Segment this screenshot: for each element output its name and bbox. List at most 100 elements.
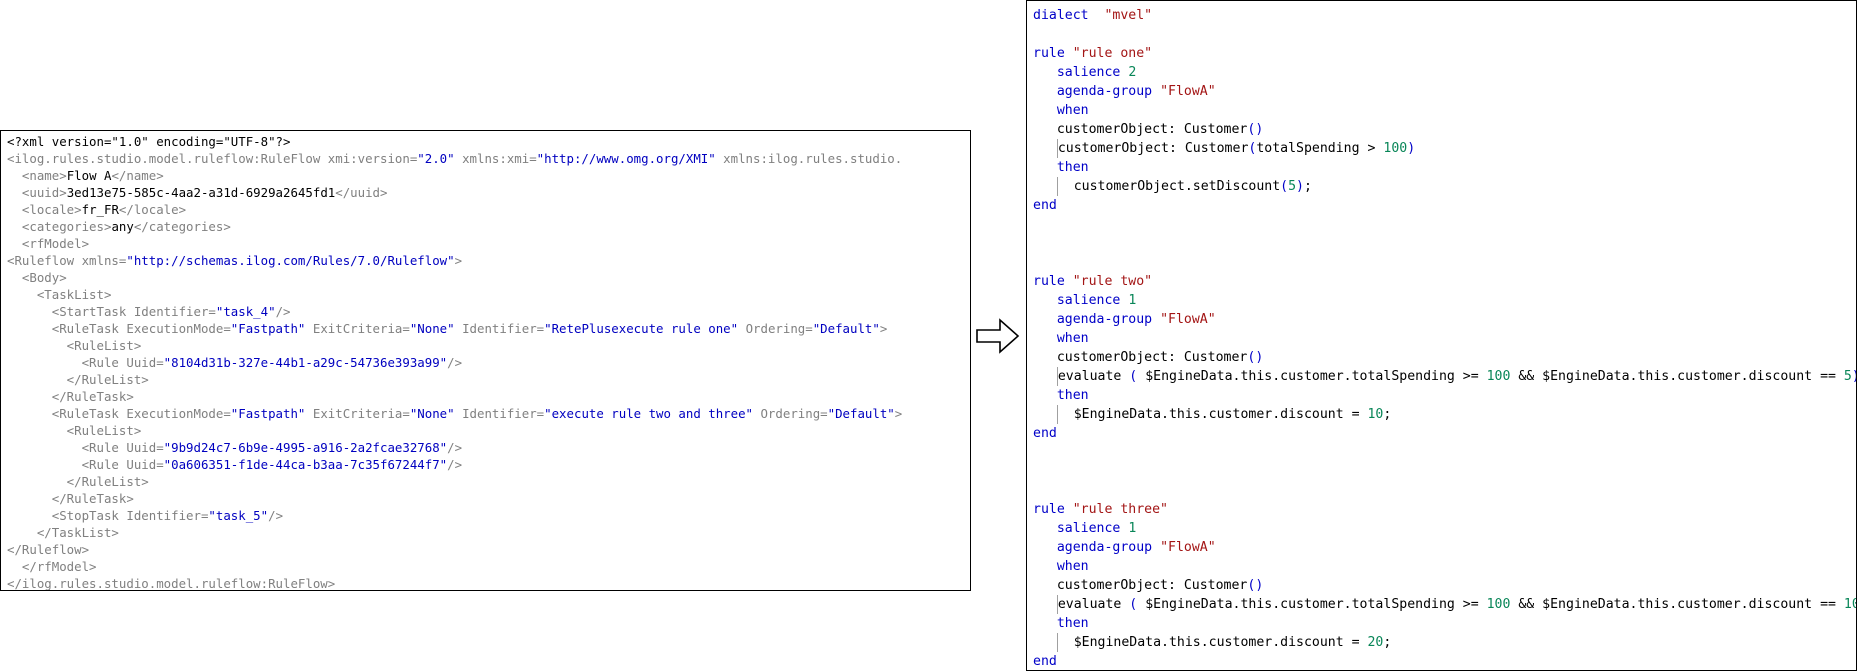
rule-line: then: [1033, 386, 1856, 405]
code-token: $EngineData.this.customer.totalSpending …: [1137, 369, 1487, 384]
code-token: Flow A: [66, 168, 112, 183]
code-token: 10: [1367, 407, 1384, 422]
rule-line: customerObject: Customer(totalSpending >…: [1033, 139, 1856, 158]
code-token: "task_5": [208, 508, 269, 523]
code-token: <StopTask Identifier=: [7, 508, 209, 523]
code-token: <categories>: [7, 219, 112, 234]
code-token: customerObject.setDiscount: [1057, 179, 1281, 194]
code-token: [1033, 65, 1057, 80]
code-token: when: [1056, 103, 1089, 118]
rule-line: [1033, 253, 1856, 272]
rule-line: [1033, 215, 1856, 234]
code-token: "FlowA": [1160, 84, 1216, 99]
xml-line: <RuleTask ExecutionMode="Fastpath" ExitC…: [7, 405, 970, 422]
indent-guide: [1056, 139, 1058, 158]
code-token: [1033, 331, 1057, 346]
code-token: "Fastpath": [230, 321, 306, 336]
code-token: [1152, 540, 1160, 555]
rule-line: [1033, 25, 1856, 44]
code-token: [1033, 141, 1057, 156]
indent-guide: [1056, 405, 1058, 424]
code-token: Identifier=: [454, 321, 545, 336]
code-token: <Ruleflow xmlns=: [7, 253, 127, 268]
code-token: (: [1280, 179, 1289, 194]
xml-line: <RuleList>: [7, 337, 970, 354]
code-token: "9b9d24c7-6b9e-4995-a916-2a2fcae32768": [163, 440, 448, 455]
code-token: [1033, 559, 1057, 574]
code-token: "execute rule two and three": [544, 406, 754, 421]
code-token: agenda-group: [1056, 312, 1153, 327]
xml-line: <locale>fr_FR</locale>: [7, 201, 970, 218]
code-token: (): [1247, 122, 1264, 137]
indent-guide: [1056, 595, 1058, 614]
code-token: (: [1248, 141, 1257, 156]
code-token: 1: [1128, 293, 1137, 308]
rule-line: end: [1033, 424, 1856, 443]
code-token: then: [1056, 160, 1089, 175]
rule-line: then: [1033, 614, 1856, 633]
code-token: 2: [1128, 65, 1137, 80]
xml-line: <StopTask Identifier="task_5"/>: [7, 507, 970, 524]
code-token: "rule three": [1072, 502, 1168, 517]
code-token: (: [1129, 369, 1138, 384]
rule-line: customerObject: Customer(): [1033, 120, 1856, 139]
xml-line: </ilog.rules.studio.model.ruleflow:RuleF…: [7, 575, 970, 591]
code-token: <name>: [7, 168, 67, 183]
code-token: [1033, 369, 1057, 384]
code-token: 3ed13e75-585c-4aa2-a31d-6929a2645fd1: [66, 185, 336, 200]
code-token: </ilog.rules.studio.model.ruleflow:RuleF…: [7, 576, 336, 591]
code-token: >: [454, 253, 463, 268]
code-token: </uuid>: [335, 185, 388, 200]
rule-line: agenda-group "FlowA": [1033, 538, 1856, 557]
code-token: <rfModel>: [7, 236, 90, 251]
code-token: [1033, 388, 1057, 403]
xml-line: <Rule Uuid="9b9d24c7-6b9e-4995-a916-2a2f…: [7, 439, 970, 456]
rule-line: $EngineData.this.customer.discount = 20;: [1033, 633, 1856, 652]
rule-line: salience 2: [1033, 63, 1856, 82]
code-token: rule: [1033, 46, 1065, 61]
rule-line: [1033, 443, 1856, 462]
code-token: [1033, 103, 1057, 118]
code-token: totalSpending >: [1256, 141, 1384, 156]
code-token: (: [1129, 597, 1138, 612]
code-token: Ordering=: [738, 321, 813, 336]
xml-line: <Body>: [7, 269, 970, 286]
code-token: ExitCriteria=: [305, 321, 410, 336]
code-token: </Ruleflow>: [7, 542, 90, 557]
rule-line: agenda-group "FlowA": [1033, 82, 1856, 101]
code-token: "0a606351-f1de-44ca-b3aa-7c35f67244f7": [163, 457, 448, 472]
rule-line: when: [1033, 101, 1856, 120]
code-token: </name>: [111, 168, 164, 183]
code-token: />: [275, 304, 291, 319]
rule-line: salience 1: [1033, 519, 1856, 538]
code-token: <RuleTask ExecutionMode=: [7, 406, 231, 421]
code-token: [1065, 274, 1073, 289]
code-token: />: [447, 440, 463, 455]
code-token: <RuleList>: [7, 423, 142, 438]
code-token: 100: [1486, 597, 1511, 612]
code-token: "2.0": [417, 151, 455, 166]
code-token: [1033, 597, 1057, 612]
code-token: then: [1056, 616, 1089, 631]
code-token: 10: [1843, 597, 1856, 612]
code-token: <Rule Uuid=: [7, 440, 164, 455]
xml-line: <StartTask Identifier="task_4"/>: [7, 303, 970, 320]
code-token: Identifier=: [454, 406, 545, 421]
code-token: ExitCriteria=: [305, 406, 410, 421]
indent-guide: [1056, 367, 1058, 386]
code-token: any: [111, 219, 134, 234]
xml-line: <uuid>3ed13e75-585c-4aa2-a31d-6929a2645f…: [7, 184, 970, 201]
code-token: xmlns:xmi=: [454, 151, 537, 166]
code-token: <RuleList>: [7, 338, 142, 353]
rule-line: [1033, 481, 1856, 500]
indent-guide: [1056, 177, 1058, 196]
indent-guide: [1056, 633, 1058, 652]
drools-rules-panel: dialect "mvel" rule "rule one" salience …: [1026, 0, 1857, 671]
code-token: "task_4": [215, 304, 276, 319]
rule-line: customerObject: Customer(): [1033, 576, 1856, 595]
code-token: <?xml version="1.0" encoding="UTF-8"?>: [7, 134, 291, 149]
code-token: [1033, 635, 1057, 650]
code-token: $EngineData.this.customer.discount =: [1057, 407, 1368, 422]
code-token: "Default": [827, 406, 895, 421]
xml-line: </RuleTask>: [7, 490, 970, 507]
